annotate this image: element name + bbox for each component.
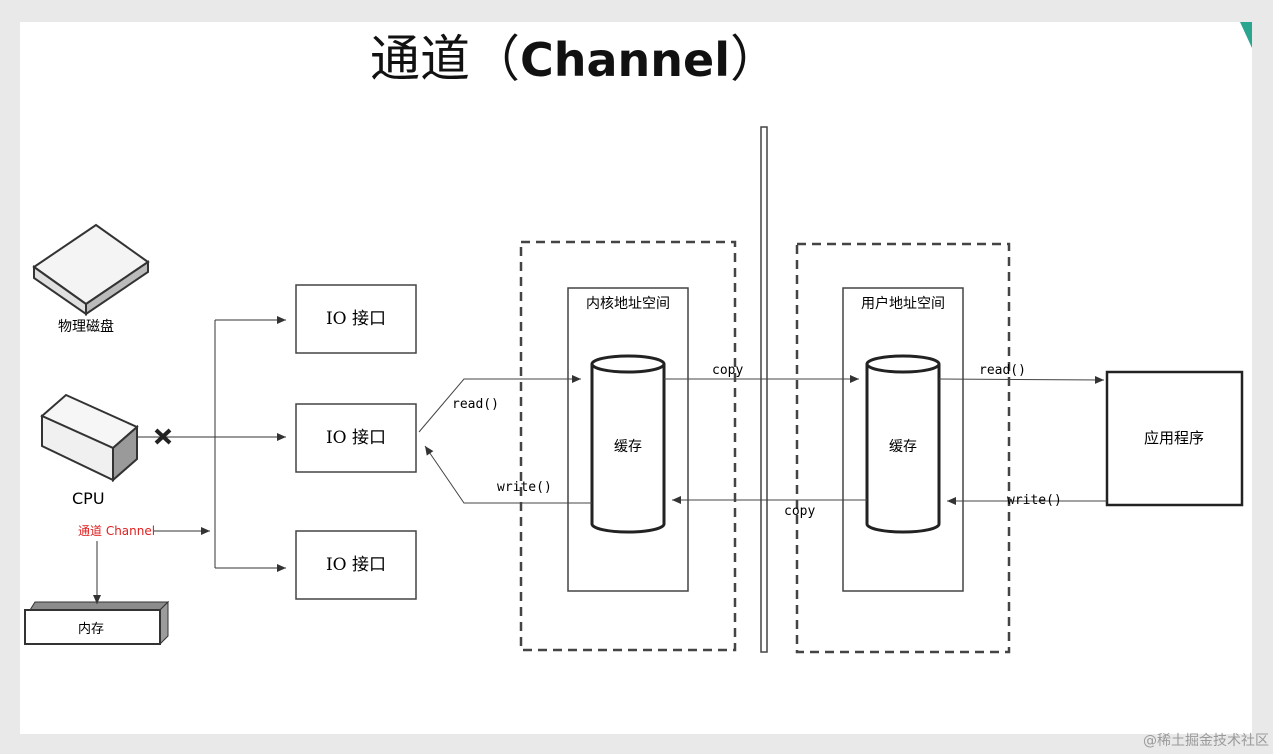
title-close: ） — [730, 30, 781, 88]
copy-bottom-label: copy — [784, 504, 815, 519]
app-read-label: read() — [979, 363, 1026, 378]
space-divider — [760, 126, 768, 653]
io-port-1 — [295, 284, 417, 354]
kernel-buffer-label: 缓存 — [614, 439, 642, 455]
slide: 通道（Channel） 物理磁盘 CPU 内存 通道 Cha — [20, 22, 1252, 734]
copy-top-label: copy — [712, 363, 743, 378]
app-box — [1105, 370, 1244, 507]
user-dashed-region — [795, 242, 1011, 654]
cpu-label: CPU — [72, 489, 105, 508]
io-write-label: write() — [497, 480, 552, 495]
memory-icon — [24, 600, 170, 646]
page-title: 通道（Channel） — [370, 28, 830, 90]
app-read-arrow — [938, 375, 1105, 384]
disk-icon — [32, 223, 150, 316]
app-write-label: write() — [1007, 493, 1062, 508]
user-buffer-cylinder — [865, 354, 941, 534]
memory-label: 内存 — [78, 621, 104, 637]
user-buffer-label: 缓存 — [889, 439, 917, 455]
disk-label: 物理磁盘 — [58, 318, 114, 335]
io-port-1-label: IO 接口 — [326, 309, 386, 329]
io-port-3 — [295, 530, 417, 600]
kernel-buffer-cylinder — [590, 354, 666, 534]
title-cjk: 通道（ — [370, 30, 520, 88]
channel-diagram: 物理磁盘 CPU 内存 通道 Channel IO 接 — [24, 126, 1244, 654]
app-label: 应用程序 — [1144, 429, 1204, 447]
io-write-arrow — [424, 445, 592, 504]
blocked-x-icon — [154, 428, 172, 445]
kernel-dashed-region — [519, 240, 737, 652]
kernel-space-label: 内核地址空间 — [586, 296, 670, 312]
io-port-3-label: IO 接口 — [326, 555, 386, 575]
corner-accent — [1240, 22, 1252, 48]
io-read-label: read() — [452, 397, 499, 412]
user-space-label: 用户地址空间 — [861, 295, 945, 312]
title-latin: Channel — [520, 33, 731, 87]
io-port-2-label: IO 接口 — [326, 428, 386, 448]
watermark: @稀土掘金技术社区 — [1143, 733, 1269, 749]
cpu-icon — [40, 393, 139, 483]
io-read-arrow — [418, 375, 581, 433]
channel-label: 通道 Channel — [78, 524, 155, 538]
io-port-2 — [295, 403, 417, 473]
